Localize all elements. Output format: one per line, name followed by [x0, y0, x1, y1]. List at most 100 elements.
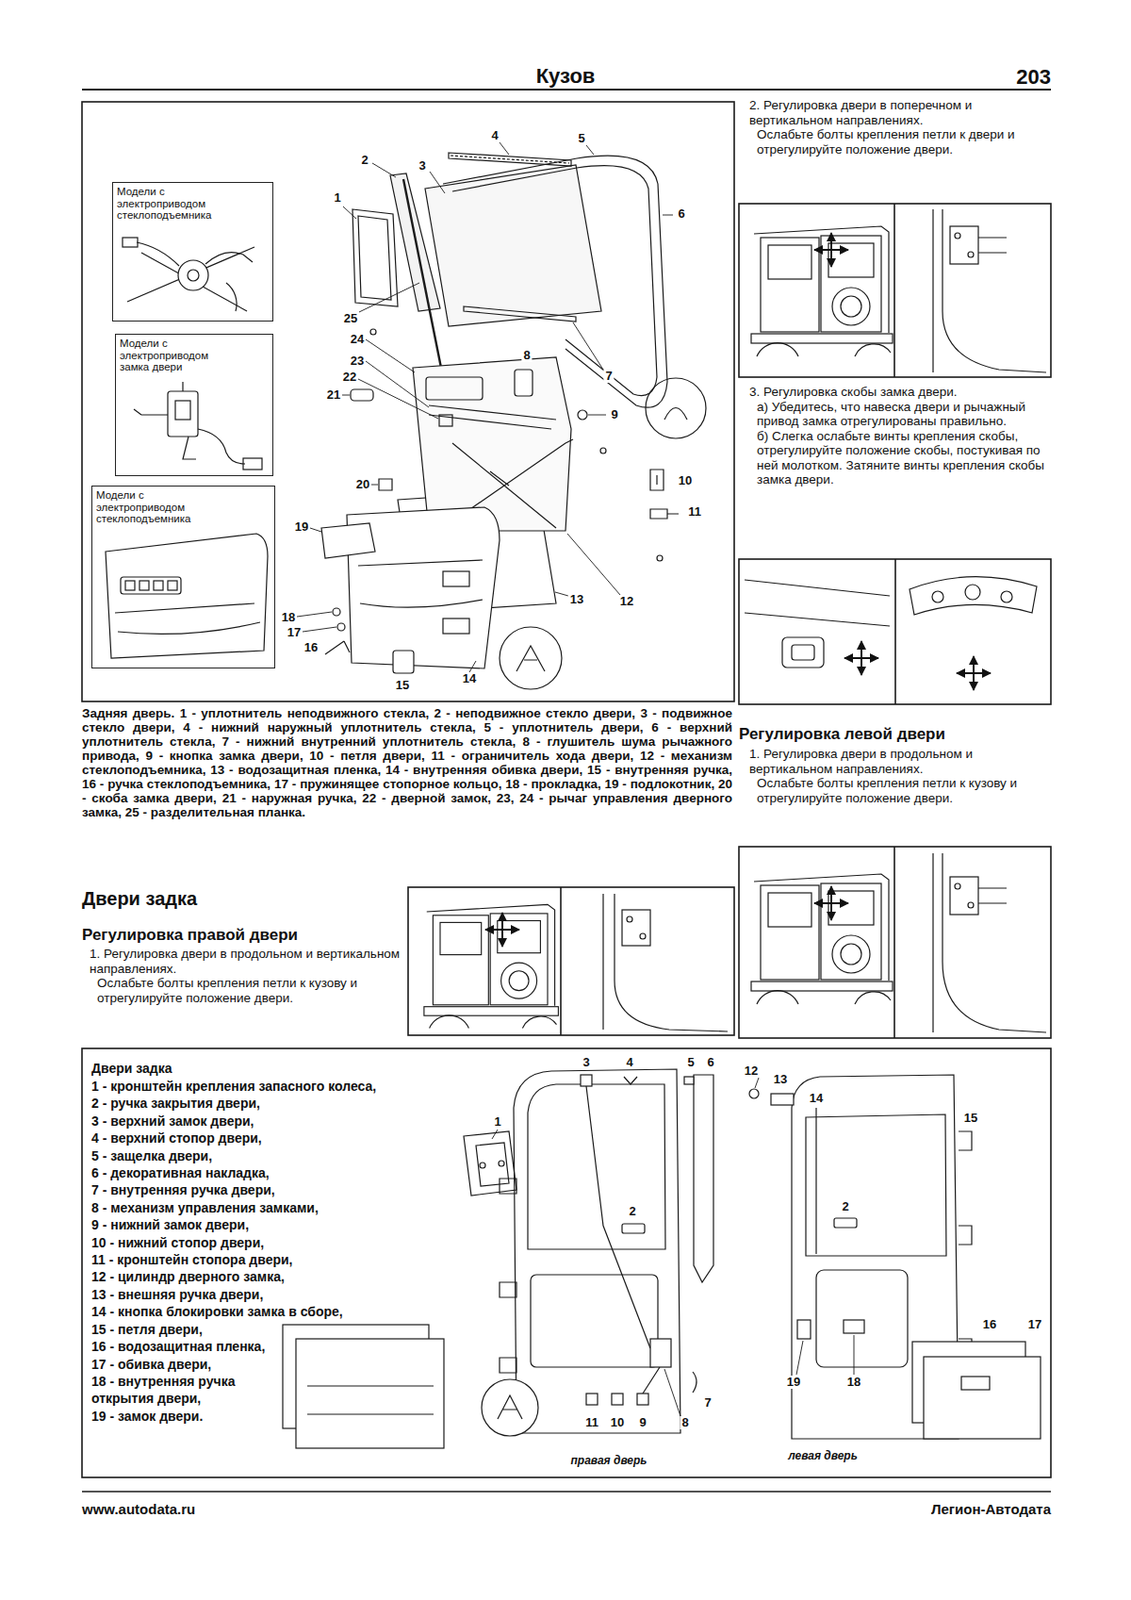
rear-door-exploded-view — [337, 622, 345, 631]
callout-number: 6 — [704, 1055, 716, 1069]
back-door-drawing — [815, 1107, 817, 1254]
inset-drawing — [205, 252, 253, 264]
adjustment-figure — [950, 876, 979, 915]
rear-door-exploded-view — [425, 164, 602, 327]
inset-drawing — [136, 242, 180, 266]
legend-item: 8 - механизм управления замками, — [91, 1198, 450, 1216]
back-door-drawing — [650, 1338, 672, 1367]
callout-number: 13 — [568, 592, 586, 607]
inset-drawing — [178, 260, 209, 291]
inset-drawing — [125, 580, 135, 591]
figure-frame — [893, 203, 896, 377]
back-door-drawing — [611, 1393, 623, 1405]
back-door-drawing — [498, 1160, 505, 1166]
rear-door-exploded-view — [321, 523, 376, 558]
page-rule — [81, 1490, 1051, 1492]
leader-line — [342, 394, 350, 396]
instruction-text: Ослабьте болты крепления петли к двери и… — [756, 127, 1051, 157]
callout-number: 5 — [575, 131, 587, 146]
inset-drawing — [139, 580, 149, 591]
leader-line — [469, 660, 476, 673]
rear-door-exploded-view — [332, 607, 341, 616]
page-title: Кузов — [536, 65, 596, 88]
leader-line — [359, 282, 420, 312]
legend-item: 5 - защелка двери, — [91, 1147, 450, 1164]
inset-drawing — [141, 252, 247, 312]
back-door-drawing — [481, 1378, 539, 1436]
figure-caption: Задняя дверь. 1 - уплотнитель неподвижно… — [81, 705, 733, 820]
figure-frame — [738, 558, 1051, 705]
back-door-drawing — [797, 1319, 811, 1339]
rear-door-exploded-view — [650, 469, 664, 491]
legend-item: 3 - верхний замок двери, — [91, 1112, 450, 1130]
inset-drawing — [175, 400, 191, 420]
legend-item: 10 - нижний стопор двери, — [91, 1233, 450, 1251]
inset-box: Модели с электроприводом замка двери — [114, 333, 274, 476]
instruction-text: б) Слегка ослабьте винты крепления скобы… — [756, 428, 1051, 488]
back-door-drawing — [497, 1394, 523, 1419]
rear-door-exploded-view — [428, 405, 557, 429]
inset-box: Модели с электроприводом стеклоподъемник… — [91, 485, 276, 669]
callout-number: 6 — [675, 207, 687, 221]
view-label: правая дверь — [569, 1453, 650, 1467]
callout-number: 12 — [742, 1064, 760, 1078]
callout-number: 14 — [807, 1091, 825, 1105]
leader-line — [365, 339, 415, 373]
adjustment-figure — [978, 887, 1007, 903]
callout-number: 10 — [676, 474, 694, 488]
legend-item: 16 - водозащитная пленка, — [91, 1337, 266, 1355]
leader-line — [586, 145, 594, 155]
inset-drawing — [187, 269, 199, 281]
inset-drawing — [133, 381, 183, 415]
subsection-heading: Регулировка левой двери — [738, 723, 1051, 744]
adjustment-figure — [933, 209, 1047, 373]
rear-door-exploded-view — [439, 414, 453, 427]
back-door-drawing — [586, 1393, 598, 1405]
callout-number: 3 — [416, 159, 427, 173]
back-door-drawing — [307, 1385, 434, 1414]
instruction-text: 3. Регулировка скобы замка двери. — [749, 384, 1051, 400]
inset-label: Модели с электроприводом замка двери — [115, 334, 235, 377]
callout-number: 21 — [325, 388, 343, 402]
inset-drawing — [105, 533, 268, 658]
leader-line — [555, 591, 569, 596]
callout-number: 14 — [460, 672, 478, 686]
rear-door-exploded-view — [325, 640, 350, 655]
callout-number: 7 — [702, 1395, 713, 1410]
back-door-drawing — [749, 1088, 759, 1099]
adjustment-figure — [751, 226, 893, 357]
adjustment-arrow — [830, 232, 833, 267]
leader-line — [664, 1368, 681, 1416]
instruction-text: 1. Регулировка двери в продольном и верт… — [749, 746, 1051, 776]
rear-door-exploded-view — [370, 328, 377, 335]
figure-frame — [738, 203, 1051, 377]
instruction-text: а) Убедитесь, что навеска двери и рычажн… — [756, 399, 1051, 429]
rear-door-exploded-view — [393, 650, 414, 673]
legend-item: 2 - ручка закрытия двери, — [91, 1094, 450, 1112]
legend-item: 11 - кронштейн стопора двери, — [91, 1250, 450, 1268]
callout-number: 16 — [302, 640, 320, 655]
instruction-text: 2. Регулировка двери в поперечном и верт… — [749, 98, 1051, 128]
adjustment-figure — [965, 584, 981, 600]
callout-number: 18 — [845, 1375, 863, 1389]
adjustment-arrow — [860, 640, 863, 675]
rear-door-exploded-view — [656, 555, 663, 561]
text-column: Двери задка1 - кронштейн крепления запас… — [91, 1059, 459, 1425]
back-door-drawing — [530, 1274, 658, 1367]
leader-line — [567, 533, 621, 595]
figure-frame — [81, 101, 1051, 1477]
callout-number: 8 — [679, 1415, 690, 1429]
rear-door-exploded-view — [448, 152, 572, 166]
figure-frame — [893, 846, 896, 1038]
page-rule — [81, 88, 1051, 91]
back-door-drawing — [958, 1131, 972, 1358]
callout-number: 24 — [348, 332, 366, 346]
footer-text: Легион-Автодата — [931, 1500, 1051, 1518]
back-door-drawing — [693, 1074, 714, 1282]
legend-heading: Двери задка — [91, 1059, 459, 1078]
callout-number: 25 — [342, 311, 360, 326]
leader-line — [296, 611, 332, 617]
rear-door-exploded-view — [378, 478, 393, 491]
back-door-drawing — [770, 1093, 794, 1105]
